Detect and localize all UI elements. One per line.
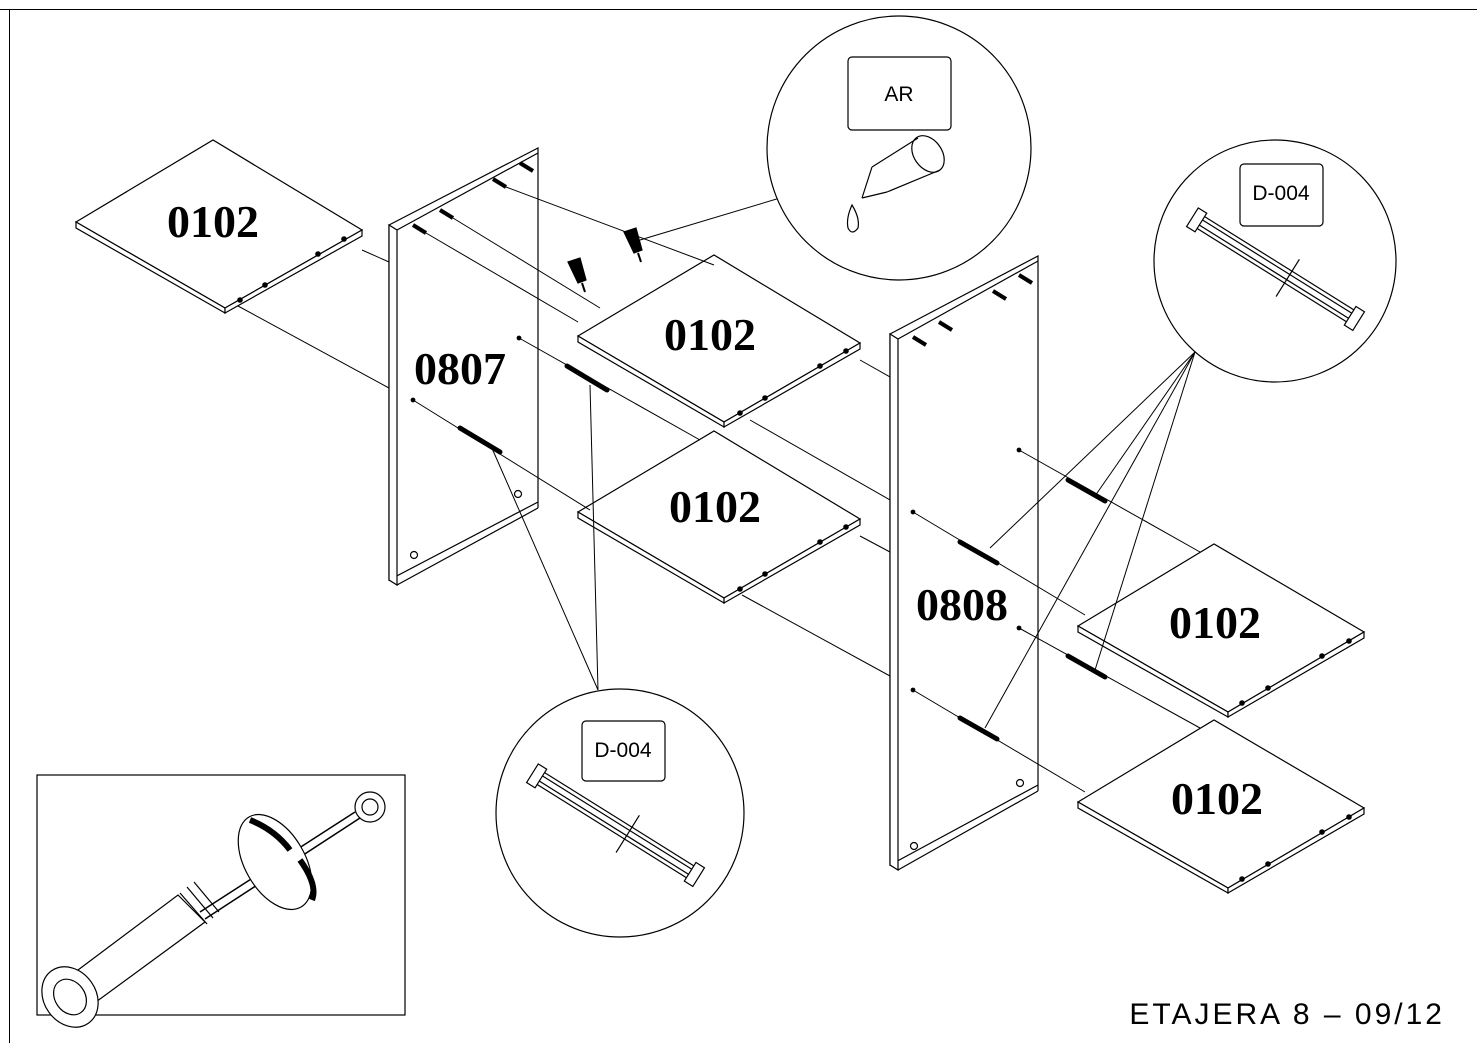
dowel-callout-bottom <box>495 688 745 938</box>
screwdriver-inset <box>36 774 406 1028</box>
side-panel-right <box>889 255 1039 872</box>
assembly-guide-lines <box>237 186 1201 793</box>
dowel-callout-right <box>1153 139 1397 383</box>
glue-bottle-small-2 <box>623 227 643 263</box>
shelf-middle-upper <box>576 254 862 429</box>
side-panel-left <box>388 147 539 587</box>
right-panel-label: 0808 <box>916 579 1008 630</box>
shelf-label-5: 0102 <box>1171 773 1263 824</box>
shelf-label-4: 0102 <box>1169 597 1261 648</box>
shelf-label-2: 0102 <box>664 309 756 360</box>
glue-callout <box>766 15 1032 281</box>
page-footer-title: ETAJERA 8 – 09/12 <box>1129 998 1445 1031</box>
shelf-right-upper <box>1076 543 1366 719</box>
top-border <box>0 9 1477 10</box>
glue-bottle-small-1 <box>567 257 587 293</box>
dowels <box>457 363 1108 742</box>
left-border <box>9 9 10 1043</box>
dowel-icon <box>1185 207 1366 332</box>
screwdriver-icon <box>41 791 386 1028</box>
dowel-label-right: D-004 <box>1252 182 1310 205</box>
shelf-right-lower <box>1076 719 1366 895</box>
glue-bottle-icon <box>846 135 945 233</box>
dowel-icon-bottom <box>525 763 706 888</box>
glue-label: AR <box>884 83 913 106</box>
shelf-label-1: 0102 <box>167 196 259 247</box>
shelf-middle-lower <box>576 430 862 605</box>
shelf-label-3: 0102 <box>669 481 761 532</box>
shelf-top-left <box>74 139 364 315</box>
dowel-label-bottom: D-004 <box>594 739 652 762</box>
left-panel-label: 0807 <box>414 343 506 394</box>
